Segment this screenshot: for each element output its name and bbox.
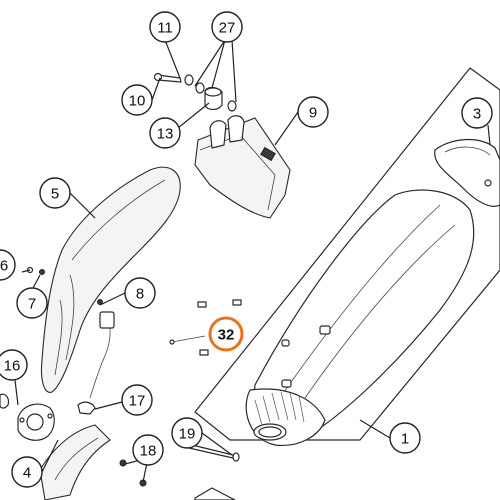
callout-3[interactable]: 3 xyxy=(461,97,493,129)
callout-27[interactable]: 27 xyxy=(211,11,243,43)
callout-6[interactable]: 6 xyxy=(0,249,16,281)
grommet-icon xyxy=(281,379,292,388)
callout-9[interactable]: 9 xyxy=(297,96,329,128)
callout-label-11: 11 xyxy=(157,20,173,37)
callout-5[interactable]: 5 xyxy=(39,177,71,209)
callout-label-18: 18 xyxy=(140,443,157,460)
callout-16[interactable]: 16 xyxy=(0,349,28,381)
callout-label-32: 32 xyxy=(218,327,235,344)
callout-label-4: 4 xyxy=(23,465,31,482)
callout-label-3: 3 xyxy=(473,106,481,123)
leader-lines xyxy=(14,39,491,483)
callout-label-17: 17 xyxy=(129,393,146,410)
callout-label-7: 7 xyxy=(28,296,36,313)
callout-8[interactable]: 8 xyxy=(124,277,156,309)
callout-label-9: 9 xyxy=(309,105,317,122)
callout-18[interactable]: 18 xyxy=(132,434,164,466)
grommet-icon xyxy=(319,325,331,335)
callout-label-13: 13 xyxy=(157,126,174,143)
callout-label-27: 27 xyxy=(219,20,236,37)
callout-label-5: 5 xyxy=(51,186,59,203)
callout-4[interactable]: 4 xyxy=(11,456,43,488)
bracket-part-9 xyxy=(194,115,291,219)
callout-label-8: 8 xyxy=(136,286,144,303)
callout-13[interactable]: 13 xyxy=(149,117,181,149)
heat-shield-part-5 xyxy=(40,166,181,393)
header-pipe-part-4 xyxy=(39,424,111,500)
callout-1[interactable]: 1 xyxy=(389,422,421,454)
sensor-cable-parts-8-17 xyxy=(77,299,115,415)
muffler-assembly-part-1 xyxy=(194,67,500,447)
flange-part-16 xyxy=(0,393,55,441)
callout-label-10: 10 xyxy=(129,93,146,110)
callout-19[interactable]: 19 xyxy=(171,417,203,449)
callout-7[interactable]: 7 xyxy=(16,287,48,319)
callout-label-19: 19 xyxy=(179,426,196,443)
callout-32[interactable]: 32 xyxy=(208,316,244,352)
callout-label-16: 16 xyxy=(4,358,21,375)
callout-label-6: 6 xyxy=(0,258,8,275)
callout-17[interactable]: 17 xyxy=(121,384,153,416)
end-cap-part-3 xyxy=(434,138,500,207)
callout-label-1: 1 xyxy=(401,431,409,448)
callout-10[interactable]: 10 xyxy=(121,84,153,116)
callout-11[interactable]: 11 xyxy=(149,11,181,43)
grommet-icon xyxy=(281,339,290,347)
